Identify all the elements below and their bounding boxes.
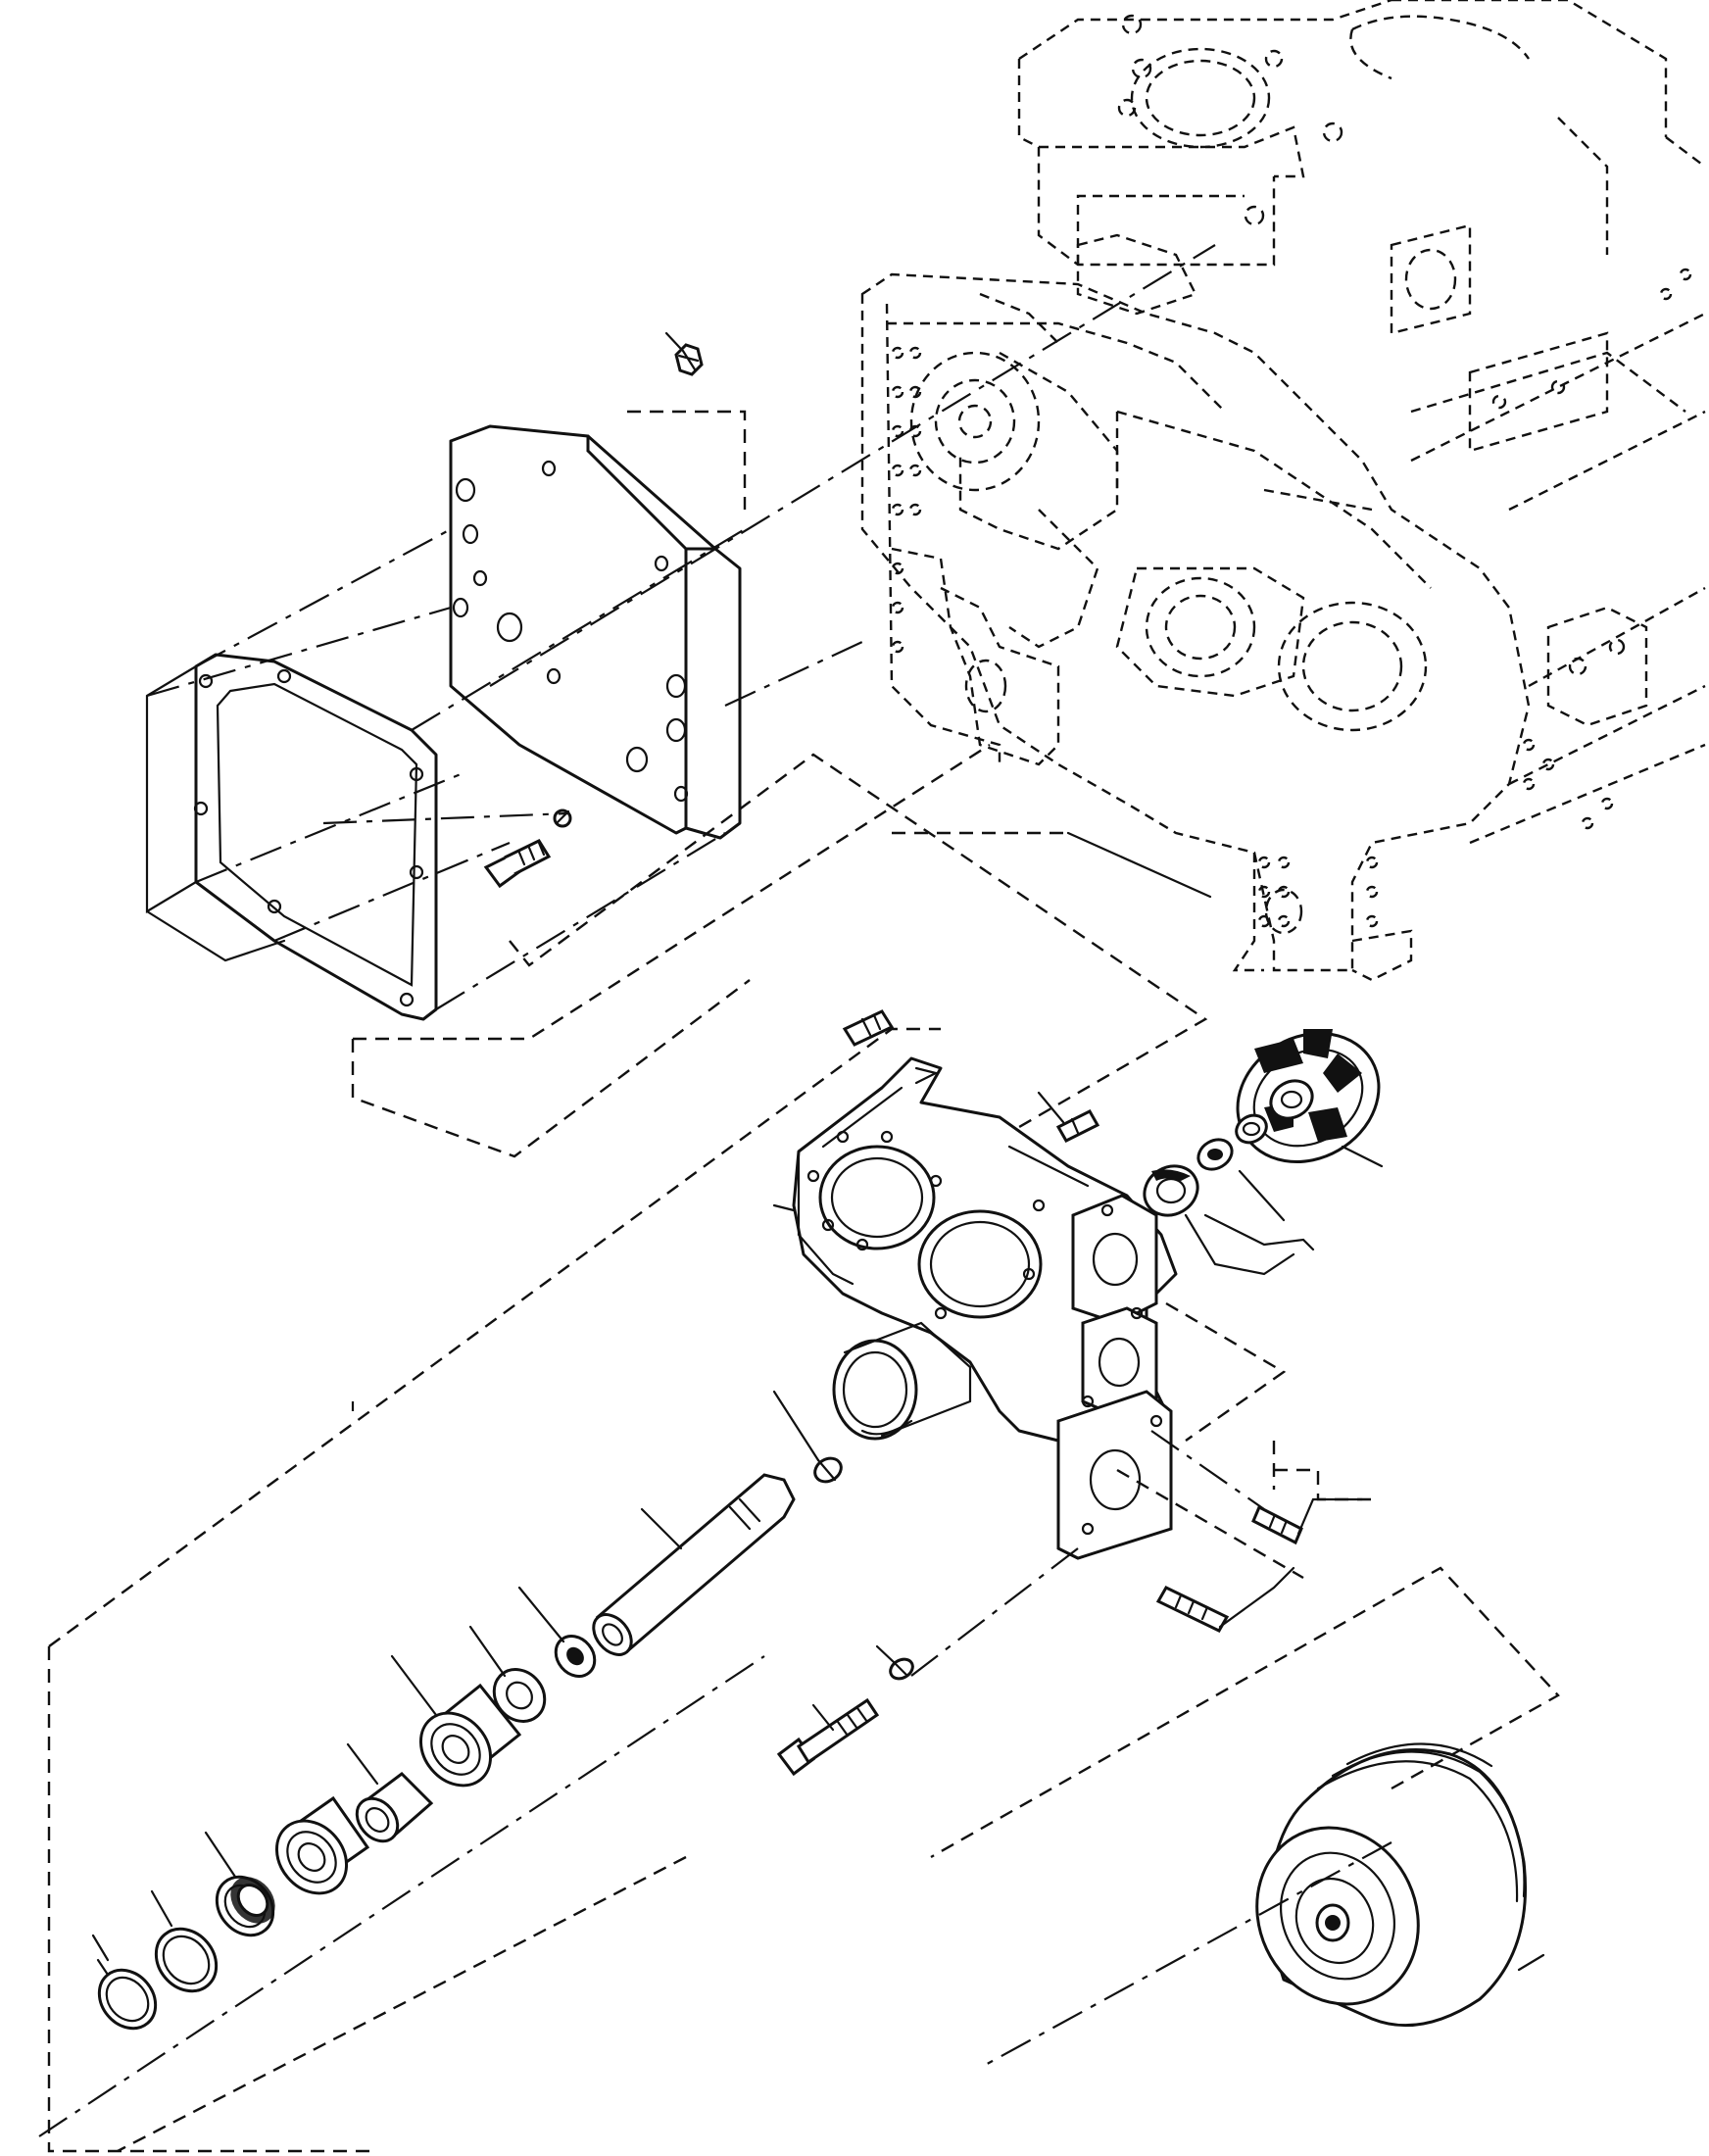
water-pump-housing bbox=[772, 1056, 1178, 1560]
centerlines-housing bbox=[910, 1301, 1372, 1677]
centerlines-pulley bbox=[930, 1566, 1560, 2069]
thrust-washer bbox=[517, 1586, 597, 1678]
lock-washer bbox=[875, 1644, 914, 1681]
ball-bearing-inner bbox=[390, 1654, 522, 1788]
gasket bbox=[145, 653, 438, 1021]
dowel-pin-upper bbox=[842, 1009, 1100, 1143]
retaining-ring bbox=[150, 1889, 219, 1993]
engine-block bbox=[860, 0, 1706, 982]
seal-washer bbox=[1196, 1138, 1234, 1171]
assembly-outline bbox=[38, 831, 1212, 2153]
nut bbox=[664, 331, 704, 376]
centerlines-upper bbox=[146, 244, 1216, 1158]
ball-bearing-outer bbox=[274, 1795, 370, 1895]
pulley bbox=[1255, 1742, 1545, 2028]
snap-ring-outer bbox=[91, 1934, 158, 2031]
seal-leader-lines bbox=[1184, 1169, 1315, 1276]
pump-shaft bbox=[592, 1473, 796, 1656]
snap-ring-housing bbox=[772, 1390, 843, 1484]
dowel-pin-lower-1 bbox=[1251, 1497, 1364, 1545]
oil-seal bbox=[204, 1831, 275, 1937]
capscrew-long bbox=[776, 1697, 880, 1777]
bearing-spacer bbox=[346, 1742, 434, 1843]
slinger bbox=[1143, 1164, 1199, 1217]
seal bbox=[1235, 1113, 1268, 1145]
front-plate bbox=[449, 424, 742, 840]
dowel-pin-lower-2 bbox=[1155, 1566, 1295, 1633]
impeller bbox=[1236, 1029, 1384, 1168]
